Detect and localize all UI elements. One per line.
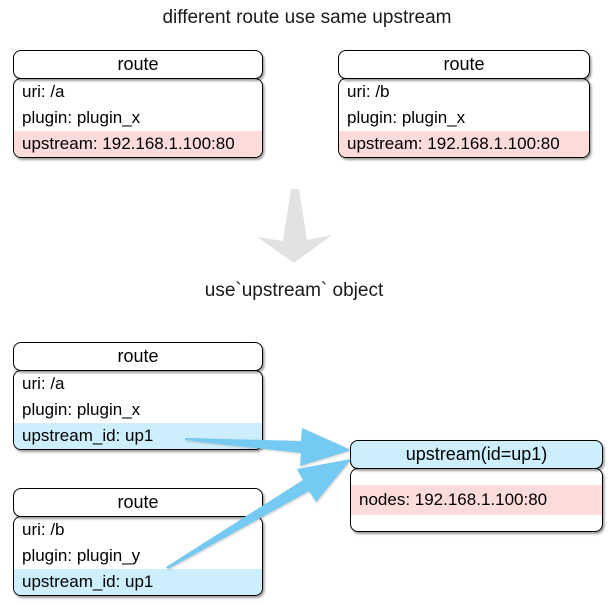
route-box-b-before: route uri: /b plugin: plugin_x upstream:… xyxy=(338,50,590,158)
route-box-body: uri: /a plugin: plugin_x upstream_id: up… xyxy=(13,370,263,450)
route-row-plugin: plugin: plugin_x xyxy=(347,108,466,127)
route-row-uri: uri: /a xyxy=(22,82,65,101)
route-row-plugin: plugin: plugin_y xyxy=(22,546,141,565)
diagram-title: different route use same upstream xyxy=(162,7,452,28)
route-row-uri: uri: /b xyxy=(347,82,390,101)
route-box-header: route xyxy=(13,50,263,79)
route-box-b-after: route uri: /b plugin: plugin_y upstream_… xyxy=(13,488,263,596)
route-row-upstream-id: upstream_id: up1 xyxy=(14,569,262,595)
route-row-uri: uri: /b xyxy=(22,520,65,539)
route-row-plugin: plugin: plugin_x xyxy=(22,108,141,127)
route-row-upstream-id: upstream_id: up1 xyxy=(14,423,262,449)
upstream-box-header: upstream(id=up1) xyxy=(350,440,603,469)
upstream-box: upstream(id=up1) nodes: 192.168.1.100:80 xyxy=(350,440,603,532)
route-row-upstream: upstream: 192.168.1.100:80 xyxy=(339,131,589,157)
down-arrow-icon xyxy=(257,189,332,263)
route-box-a-before: route uri: /a plugin: plugin_x upstream:… xyxy=(13,50,263,158)
upstream-box-body: nodes: 192.168.1.100:80 xyxy=(350,468,603,532)
route-box-header: route xyxy=(13,488,263,517)
route-box-body: uri: /b plugin: plugin_y upstream_id: up… xyxy=(13,516,263,596)
route-box-header: route xyxy=(338,50,590,79)
route-box-body: uri: /b plugin: plugin_x upstream: 192.1… xyxy=(338,78,590,158)
route-row-plugin: plugin: plugin_x xyxy=(22,400,141,419)
route-box-a-after: route uri: /a plugin: plugin_x upstream_… xyxy=(13,342,263,450)
route-box-header: route xyxy=(13,342,263,371)
route-row-uri: uri: /a xyxy=(22,374,65,393)
diagram-subtitle: use`upstream` object xyxy=(204,280,384,301)
upstream-row-nodes: nodes: 192.168.1.100:80 xyxy=(351,485,602,515)
route-box-body: uri: /a plugin: plugin_x upstream: 192.1… xyxy=(13,78,263,158)
route-row-upstream: upstream: 192.168.1.100:80 xyxy=(14,131,262,157)
